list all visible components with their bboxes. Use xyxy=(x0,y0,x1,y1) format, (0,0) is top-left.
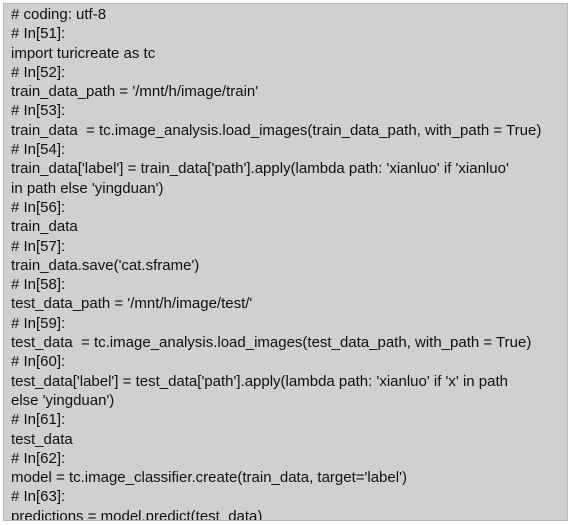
code-line: # In[51]: xyxy=(11,25,66,43)
code-line: train_data = tc.image_analysis.load_imag… xyxy=(11,121,542,139)
code-line: # In[60]: xyxy=(11,353,66,371)
code-line: test_data = tc.image_analysis.load_image… xyxy=(11,334,532,352)
code-line: # In[56]: xyxy=(11,198,66,216)
code-line: test_data xyxy=(11,430,73,448)
code-line: in path else 'yingduan') xyxy=(11,179,164,197)
code-line: # In[62]: xyxy=(11,449,66,467)
code-line: model = tc.image_classifier.create(train… xyxy=(11,469,407,487)
code-line: train_data['label'] = train_data['path']… xyxy=(11,160,509,178)
code-line: # In[63]: xyxy=(11,488,66,506)
code-line: predictions = model.predict(test_data) xyxy=(11,507,263,521)
code-line: test_data_path = '/mnt/h/image/test/' xyxy=(11,295,253,313)
code-line: import turicreate as tc xyxy=(11,44,156,62)
code-line: # In[53]: xyxy=(11,102,66,120)
code-line: # In[54]: xyxy=(11,141,66,159)
code-line: train_data xyxy=(11,218,78,236)
code-line: # In[59]: xyxy=(11,314,66,332)
code-line: # coding: utf-8 xyxy=(11,6,107,23)
code-line: train_data.save('cat.sframe') xyxy=(11,256,200,274)
code-line: train_data_path = '/mnt/h/image/train' xyxy=(11,83,259,101)
code-line: # In[52]: xyxy=(11,63,66,81)
code-line: else 'yingduan') xyxy=(11,391,115,409)
code-line: # In[61]: xyxy=(11,411,66,429)
code-line: # In[58]: xyxy=(11,276,66,294)
code-line: test_data['label'] = test_data['path'].a… xyxy=(11,372,508,390)
code-block: # coding: utf-8 # In[51]: import turicre… xyxy=(3,3,568,521)
code-line: # In[57]: xyxy=(11,237,66,255)
